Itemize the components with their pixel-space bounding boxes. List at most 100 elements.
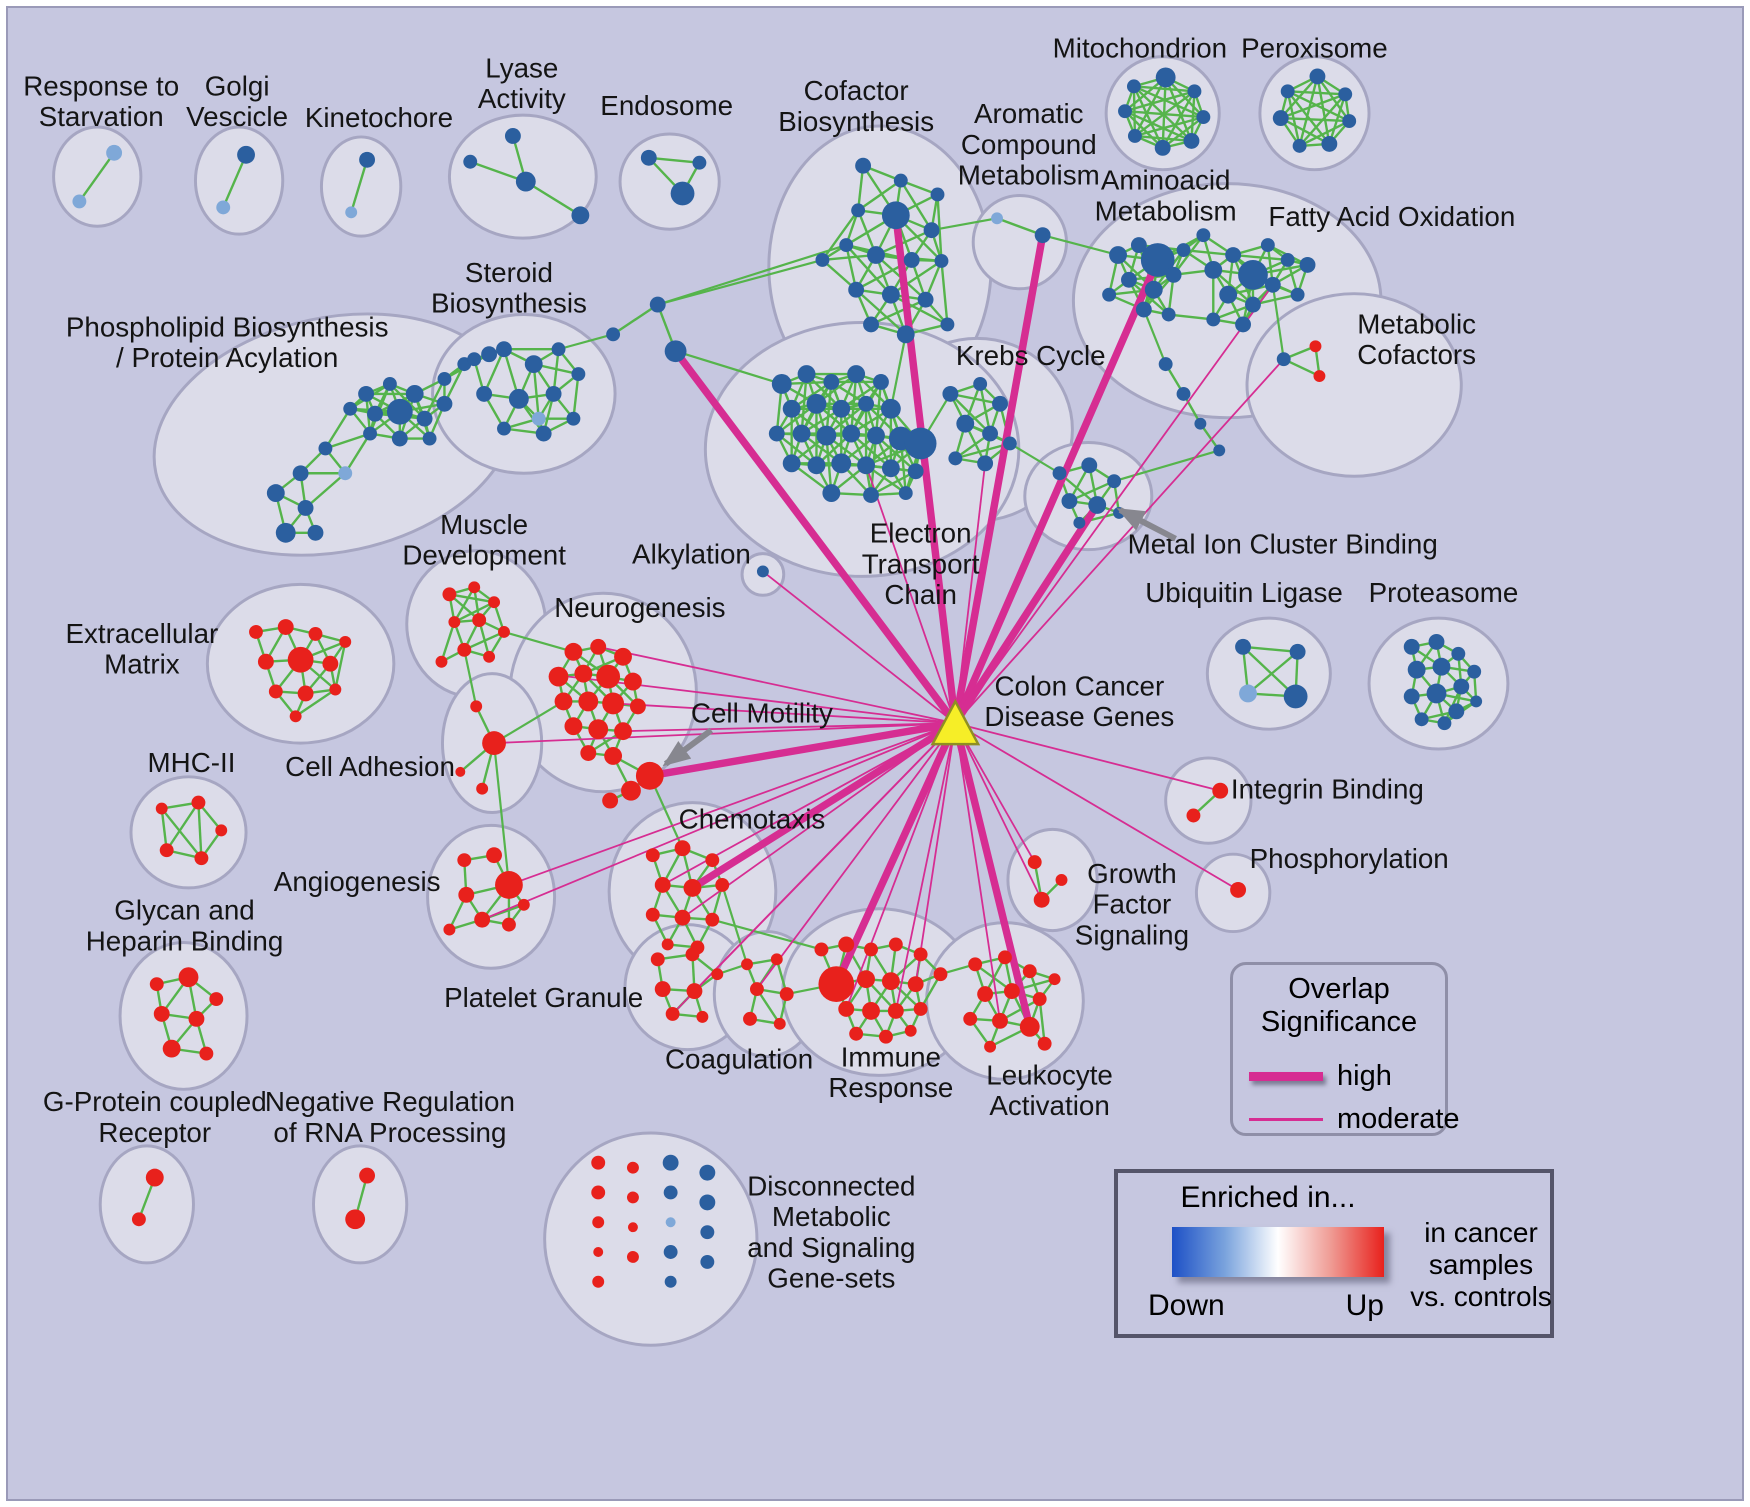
cluster-ellipse-golgi-vescicle xyxy=(193,125,285,236)
overlap-link-high xyxy=(892,211,960,727)
gene-set-node xyxy=(782,454,801,473)
gene-set-node xyxy=(191,795,206,810)
green-edge xyxy=(344,432,372,474)
gene-set-node xyxy=(1342,114,1357,129)
gene-set-node xyxy=(591,1155,606,1170)
green-cross-edge xyxy=(1113,449,1220,483)
gene-set-node xyxy=(1109,246,1127,264)
gene-set-node xyxy=(1467,664,1482,679)
overlap-link-moderate xyxy=(954,722,1239,891)
layer-nodes xyxy=(72,67,1483,1288)
gene-set-node xyxy=(1212,782,1229,799)
gene-set-node xyxy=(1235,638,1251,655)
gene-set-node xyxy=(807,456,826,475)
gene-set-node xyxy=(566,411,581,426)
green-edge xyxy=(304,472,347,509)
gene-set-node xyxy=(457,853,472,868)
gene-set-node xyxy=(991,212,1003,225)
gene-set-node xyxy=(705,853,720,868)
green-edge xyxy=(822,253,877,262)
gene-set-node xyxy=(1130,237,1147,254)
gene-set-node xyxy=(1225,247,1242,263)
green-edge xyxy=(1280,116,1350,123)
gene-set-node xyxy=(645,907,660,922)
cluster-ellipse-mhc-ii xyxy=(129,775,248,890)
green-edge xyxy=(440,621,456,663)
gene-set-node xyxy=(898,486,913,501)
overlap-link-moderate xyxy=(613,702,956,725)
green-cross-edge xyxy=(492,742,511,886)
green-edge xyxy=(1038,998,1046,1044)
gene-set-node xyxy=(1260,238,1275,253)
gene-set-node xyxy=(903,252,920,268)
gene-set-node xyxy=(1187,84,1202,99)
gene-set-node xyxy=(857,970,875,989)
gene-set-node xyxy=(663,1185,678,1200)
green-edge xyxy=(165,801,200,851)
gene-set-node xyxy=(495,871,523,899)
gene-set-node xyxy=(162,1039,181,1058)
gene-set-node xyxy=(663,1245,678,1259)
green-edge xyxy=(996,217,1044,237)
gradient-side-note: in cancer samples vs. controls xyxy=(1410,1217,1552,1312)
gene-set-node xyxy=(711,968,724,981)
gene-set-node xyxy=(1135,301,1152,318)
gene-set-node xyxy=(1154,139,1171,156)
gene-set-node xyxy=(904,427,937,460)
legend-overlap-title: Overlap Significance xyxy=(1260,973,1418,1038)
gene-set-node xyxy=(848,281,865,298)
green-edge xyxy=(1161,116,1205,149)
overlap-link-moderate xyxy=(954,722,1043,901)
green-edge xyxy=(1280,117,1330,145)
green-edge xyxy=(1279,75,1319,119)
gene-set-node xyxy=(1426,683,1447,704)
gene-set-node xyxy=(215,824,228,837)
green-edge xyxy=(1247,650,1299,695)
gene-set-node xyxy=(297,500,314,516)
label-alkylation: Alkylation xyxy=(632,539,751,570)
label-cell-motility: Cell Motility xyxy=(691,697,833,728)
gene-set-node xyxy=(896,325,915,344)
gene-set-node xyxy=(508,388,529,409)
gene-set-node xyxy=(1230,881,1247,898)
legend-item-high: high xyxy=(1249,1060,1392,1093)
gene-set-node xyxy=(674,909,691,926)
gene-set-node xyxy=(1019,1016,1040,1037)
gene-set-node xyxy=(209,992,224,1006)
gene-set-node xyxy=(685,947,700,962)
high-significance-line-sample xyxy=(1249,1072,1323,1081)
gene-set-node xyxy=(1289,643,1306,660)
label-fatty-acid-oxidation: Fatty Acid Oxidation xyxy=(1268,201,1515,232)
gene-set-node xyxy=(386,398,413,425)
gene-set-node xyxy=(1448,703,1465,720)
gene-set-node xyxy=(851,203,866,218)
green-edge xyxy=(870,470,917,497)
gene-set-node xyxy=(268,684,283,699)
green-edge xyxy=(1068,480,1115,503)
gene-set-node xyxy=(857,456,875,475)
gene-set-node xyxy=(873,374,889,390)
gene-set-node xyxy=(699,1164,716,1181)
gene-set-node xyxy=(483,650,496,663)
legend-overlap-significance: Overlap Significance high moderate xyxy=(1230,962,1460,1136)
gene-set-node xyxy=(318,441,333,456)
label-phosphorylation: Phosphorylation xyxy=(1250,843,1449,874)
gene-set-node xyxy=(626,1251,639,1263)
gene-set-node xyxy=(1022,964,1037,979)
green-edge xyxy=(800,373,808,434)
gene-set-node xyxy=(199,1046,214,1061)
gene-set-node xyxy=(838,1001,855,1017)
gene-set-node xyxy=(880,398,901,419)
gene-set-node xyxy=(476,782,489,795)
green-cross-edge xyxy=(712,918,822,951)
gene-set-node xyxy=(405,384,424,403)
gene-set-node xyxy=(863,487,879,504)
gene-set-node xyxy=(358,385,375,402)
cluster-ellipse-ubiquitin-ligase xyxy=(1205,616,1332,731)
gene-set-node xyxy=(1140,243,1175,277)
green-edge xyxy=(532,364,540,419)
gene-set-node xyxy=(1213,444,1226,457)
